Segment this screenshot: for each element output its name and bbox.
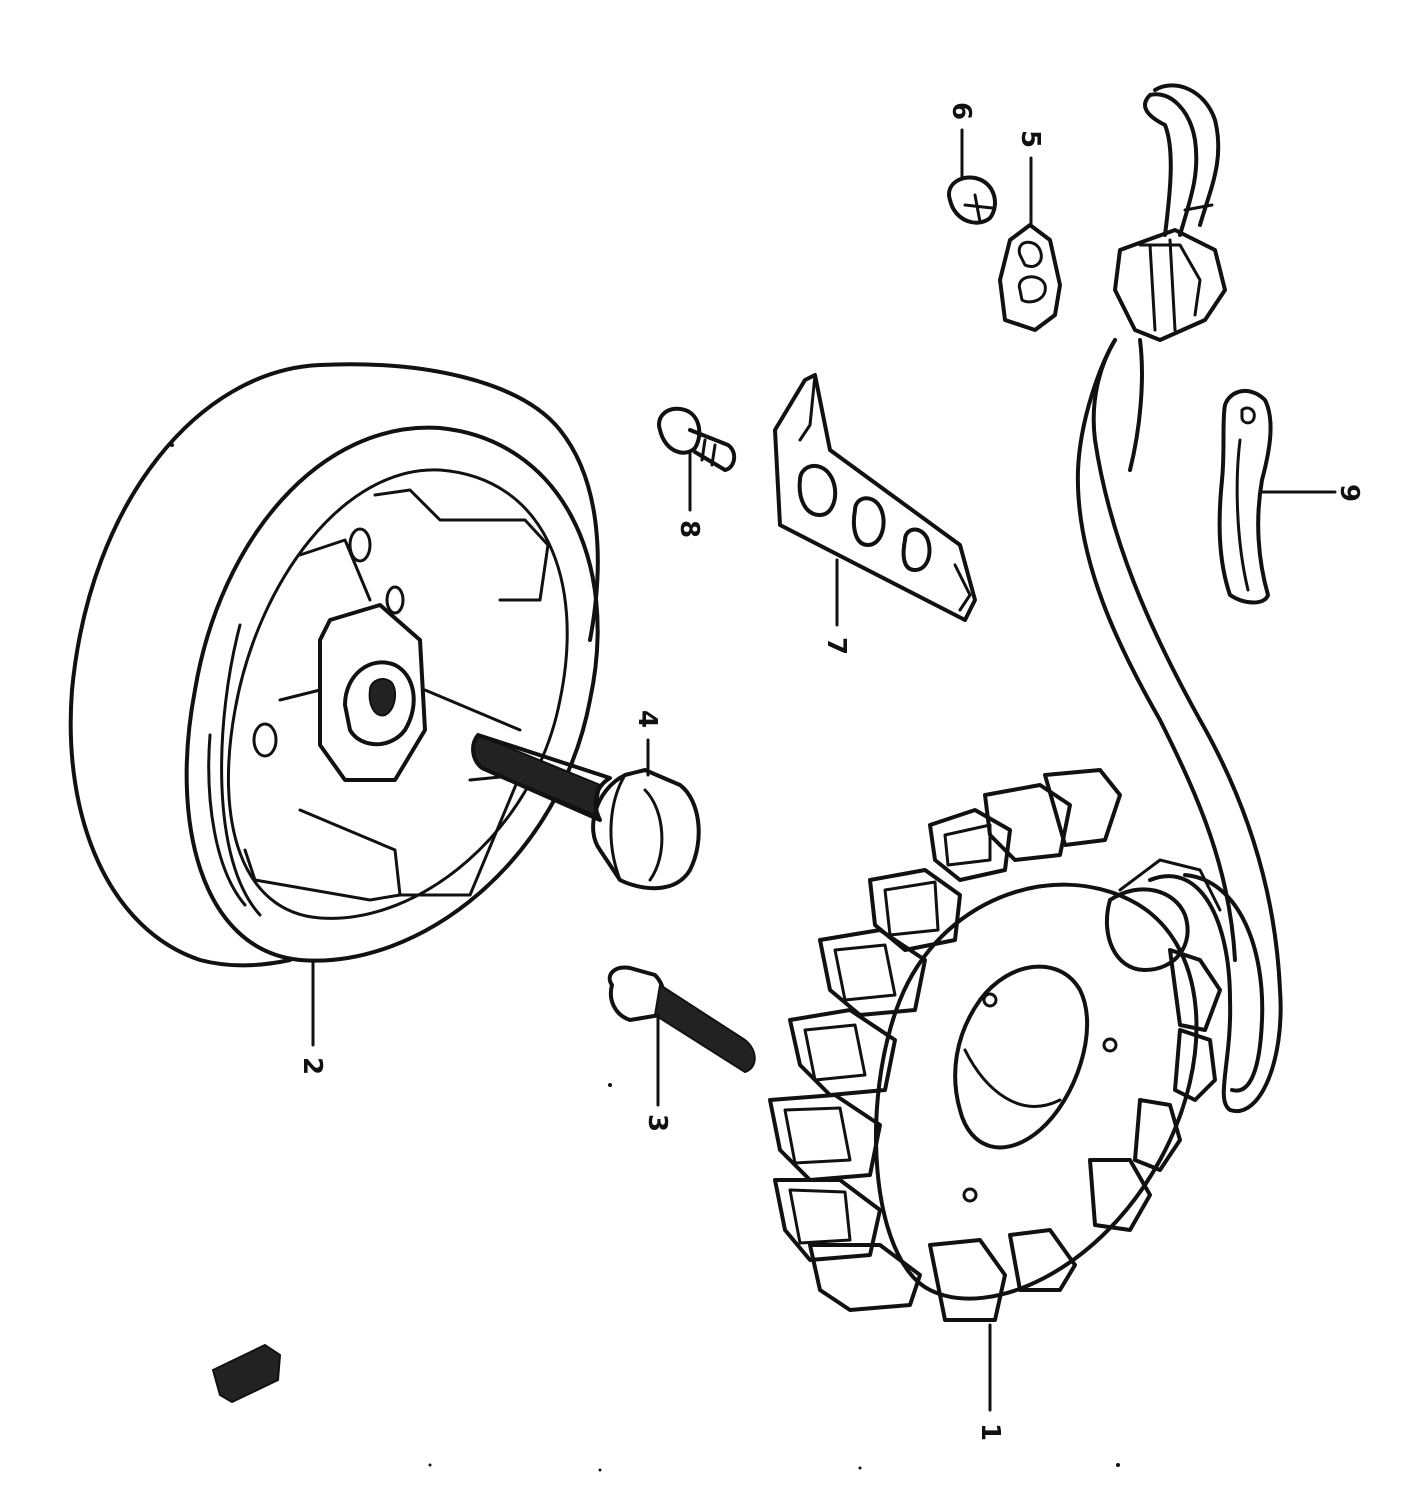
callout-2: 2 (297, 1057, 327, 1075)
lead-wire-guide (773, 373, 977, 622)
callout-7: 7 (821, 637, 851, 655)
callout-3: 3 (642, 1114, 672, 1132)
callout-6: 6 (946, 102, 976, 120)
callout-5: 5 (1015, 130, 1045, 148)
plate-screw (947, 175, 997, 225)
lead-wire-plate (998, 223, 1062, 332)
callout-1: 1 (975, 1423, 1005, 1441)
wire-clamp (1217, 389, 1273, 605)
callout-labels: 1 2 3 4 5 6 7 8 9 (297, 102, 1364, 1441)
rotor-bolt (471, 733, 701, 891)
lead-wire-harness (1075, 83, 1283, 1114)
callout-8: 8 (674, 520, 704, 538)
guide-screw (657, 406, 737, 472)
stator-screw (607, 965, 756, 1074)
stator-coil (768, 768, 1222, 1322)
callout-4: 4 (632, 710, 662, 728)
front-arrow-icon (211, 1343, 282, 1404)
leader-lines (311, 128, 1337, 1412)
scan-specks (170, 443, 1120, 1472)
callout-9: 9 (1334, 484, 1364, 502)
rotor-flywheel (68, 362, 600, 968)
